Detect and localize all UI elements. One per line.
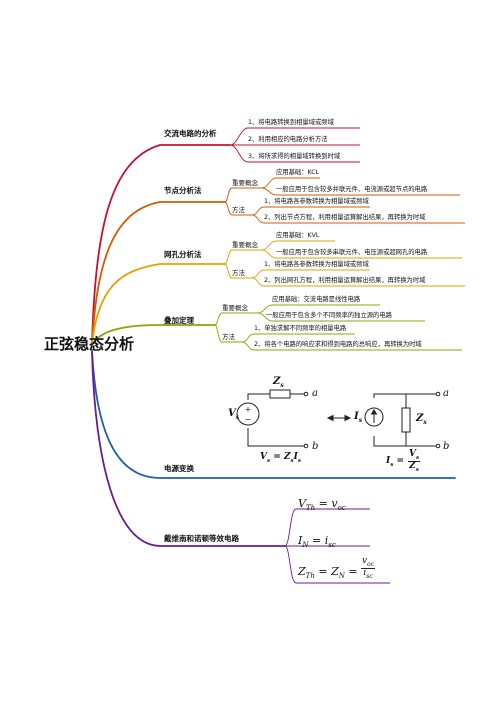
norton-current-equation: IN = isc [298, 534, 336, 550]
sup-method-line [214, 324, 242, 343]
mesh-method-line [224, 263, 252, 279]
branch-curve-ac [91, 144, 231, 346]
sup-concept-line [214, 312, 258, 326]
left-circuit-wires [247, 393, 306, 447]
minus-sign-icon: − [245, 415, 252, 424]
mesh-concept-2: 一般应用于包含较多串联元件、电压源或超网孔的电路 [276, 249, 428, 256]
branch-curve-mesh [91, 263, 226, 346]
sup-concept-2: 一般应用于包含多个不同频率的独立源的电路 [266, 312, 392, 319]
right-impedance-label: Zs [416, 413, 427, 426]
plus-sign-icon: + [245, 405, 252, 414]
mesh-concept-label: 重要概念 [232, 241, 258, 249]
right-terminal-b-label: b [443, 441, 450, 452]
ac-item-3: 3、将所求得的相量域转换到时域 [248, 153, 341, 160]
mesh-concept-items [261, 240, 462, 259]
voltage-source-label: Vs [228, 408, 240, 421]
node-concept-2: 一般应用于包含较多并联元件、电流源或超节点的电路 [276, 186, 428, 193]
right-terminal-a-label: a [443, 388, 449, 399]
node-method-1: 1、将电路各参数转换为相量域或频域 [264, 198, 369, 205]
mesh-method-label: 方法 [232, 269, 245, 277]
ac-bracket [229, 127, 360, 163]
node-method-items [251, 206, 465, 224]
branch-curve-thevenin [91, 351, 286, 547]
impedance-equation-fraction: voc isc [361, 556, 376, 581]
right-terminal-b [435, 443, 441, 449]
left-terminal-a-label: a [312, 388, 318, 399]
sup-concept-items [257, 304, 425, 322]
mesh-method-items [251, 269, 465, 287]
ac-item-2: 2、利用相应的电路分析方法 [248, 136, 328, 143]
ac-item-1: 1、将电路转换到相量域或频域 [248, 119, 334, 126]
mesh-concept-1: 应用基础：KVL [276, 232, 320, 239]
right-terminal-a [435, 391, 441, 397]
sup-concept-1: 应用基础：交流电路是线性电路 [272, 296, 361, 303]
left-impedance-label: Zs [273, 376, 284, 389]
mesh-method-1: 1、将电路各参数转换为相量域或频域 [264, 261, 369, 268]
branch-label-node: 节点分析法 [164, 186, 202, 195]
node-concept-label: 重要概念 [232, 179, 258, 187]
sup-concept-label: 重要概念 [222, 304, 248, 312]
thevenin-voltage-equation: VTh = voc [298, 497, 346, 513]
branch-label-ac: 交流电路的分析 [164, 129, 217, 138]
sup-method-1: 1、单独求解不同频率的相量电路 [254, 325, 347, 332]
sup-method-items [241, 333, 462, 351]
branch-curve-source [91, 349, 456, 479]
branch-curve-node [91, 201, 226, 346]
branch-label-superposition: 叠加定理 [164, 316, 194, 325]
right-impedance [401, 407, 411, 433]
sup-method-label: 方法 [222, 333, 235, 341]
node-concept-line [224, 187, 262, 203]
left-equation: Vs = ZsIs [260, 452, 301, 464]
root-title: 正弦稳态分析 [44, 335, 135, 353]
node-method-line [224, 201, 252, 216]
left-terminal-a [303, 391, 309, 397]
mesh-concept-line [224, 249, 262, 265]
branch-label-source: 电源变换 [164, 464, 194, 473]
right-equation-fraction: Vs Zs [408, 449, 421, 473]
thev-eq1-line [284, 508, 370, 547]
mesh-method-2: 2、列出网孔方程，利用相量运算解出结果，再转换为时域 [264, 277, 426, 284]
right-equation: Is = [386, 456, 405, 468]
left-terminal-b-label: b [312, 441, 319, 452]
node-method-label: 方法 [232, 206, 245, 214]
right-circuit-wires [373, 393, 438, 447]
impedance-equation: ZTh = ZN = [298, 565, 358, 581]
branch-curve-superposition [91, 324, 216, 346]
branch-label-mesh: 网孔分析法 [164, 250, 202, 259]
sup-method-2: 2、将各个电路的响应求和得到电路的总响应，再转换为时域 [254, 341, 422, 348]
left-impedance [269, 389, 291, 399]
current-source-label: Is [354, 411, 363, 424]
source-transform-circuit [236, 389, 441, 449]
node-concept-1: 应用基础：KCL [276, 169, 320, 176]
left-terminal-b [303, 443, 309, 449]
node-concept-items [261, 177, 460, 196]
node-method-2: 2、列出节点方程，利用相量运算解出结果，再转换为时域 [264, 214, 426, 221]
voltage-source-icon [236, 402, 260, 426]
thev-eq3-line [284, 545, 390, 584]
branch-label-thevenin: 戴维南和诺顿等效电路 [164, 534, 239, 543]
